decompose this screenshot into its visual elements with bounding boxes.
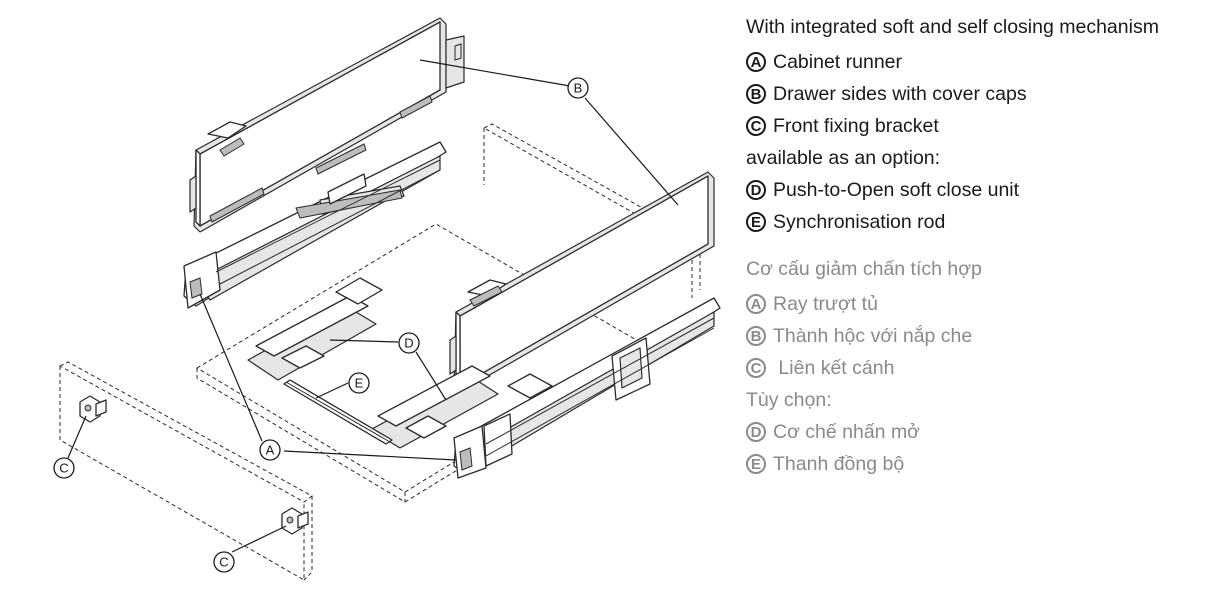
badge-c-icon: C [746,116,766,136]
legend: With integrated soft and self closing me… [746,12,1201,480]
badge-d-icon: D [746,180,766,200]
legend-vietnamese: Cơ cấu giảm chấn tích hợp A Ray trượt tủ… [746,254,1201,480]
legend-title: With integrated soft and self closing me… [746,15,1159,38]
svg-text:C: C [219,555,228,570]
badge-b-icon: B [746,84,766,104]
badge-e-icon: E [746,454,766,474]
svg-text:C: C [59,461,68,476]
legend-text: Ray trượt tủ [773,292,878,315]
badge-c-icon: C [746,358,766,378]
legend-text: Push-to-Open soft close unit [773,178,1020,201]
leader-lines [67,59,679,553]
legend-item-b: B Drawer sides with cover caps [746,78,1201,110]
legend-text: Drawer sides with cover caps [773,82,1027,105]
callout-a: A [259,439,281,461]
exploded-drawer-diagram: B D E A C C [53,17,721,581]
push-to-open-unit [247,277,553,449]
legend-option-label: available as an option: [746,146,941,169]
legend-option-label-vi: Tùy chọn: [746,388,832,411]
legend-english: With integrated soft and self closing me… [746,12,1201,238]
front-fixing-bracket-left [79,395,107,423]
drawer-front-panel [58,361,313,581]
callout-c-left: C [53,457,75,479]
cabinet-runner-right [453,297,721,479]
legend-item-b-vi: B Thành hộc với nắp che [746,320,1201,352]
callout-d: D [398,332,420,354]
legend-item-e-vi: E Thanh đồng bộ [746,448,1201,480]
legend-text: Thành hộc với nắp che [773,324,973,347]
svg-text:D: D [404,336,413,351]
legend-text: Thanh đồng bộ [773,452,905,475]
legend-text: Liên kết cánh [773,356,895,379]
legend-item-a-vi: A Ray trượt tủ [746,288,1201,320]
callout-c-right: C [213,551,235,573]
drawer-side-right [449,171,715,393]
legend-text: Front fixing bracket [773,114,939,137]
legend-text: Cơ chế nhấn mở [773,420,920,443]
legend-item-c: C Front fixing bracket [746,110,1201,142]
legend-title-vi: Cơ cấu giảm chấn tích hợp [746,257,982,280]
synchronisation-rod [283,379,393,445]
badge-d-icon: D [746,422,766,442]
svg-text:A: A [266,443,275,458]
badge-b-icon: B [746,326,766,346]
legend-item-d: D Push-to-Open soft close unit [746,174,1201,206]
legend-item-d-vi: D Cơ chế nhấn mở [746,416,1201,448]
badge-a-icon: A [746,52,766,72]
legend-item-a: A Cabinet runner [746,46,1201,78]
svg-text:B: B [574,81,583,96]
badge-e-icon: E [746,212,766,232]
badge-a-icon: A [746,294,766,314]
callout-e: E [348,372,370,394]
legend-item-e: E Synchronisation rod [746,206,1201,238]
callout-b: B [567,77,589,99]
legend-item-c-vi: C Liên kết cánh [746,352,1201,384]
drawer-side-left [189,17,465,233]
cabinet-runner-left [183,141,447,309]
legend-text: Synchronisation rod [773,210,946,233]
svg-text:E: E [355,376,364,391]
legend-text: Cabinet runner [773,50,902,73]
